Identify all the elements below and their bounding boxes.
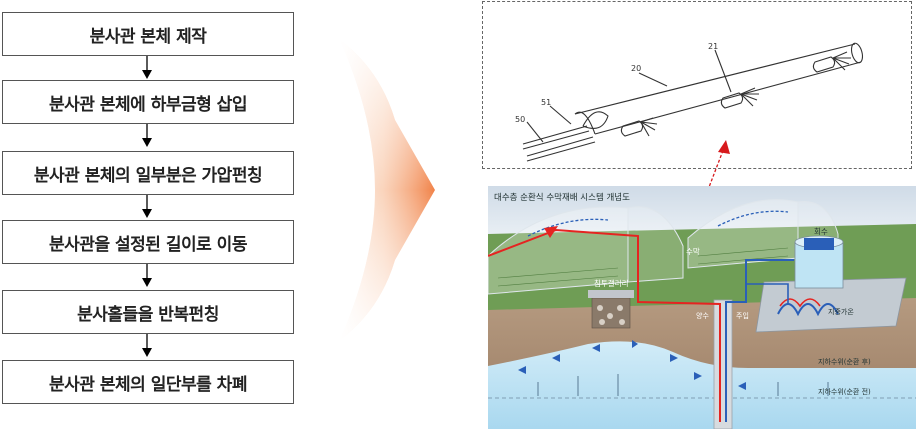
label-injection: 주입 bbox=[736, 312, 749, 320]
label-recovery: 회수 bbox=[814, 227, 828, 236]
flow-arrow-1 bbox=[142, 56, 152, 79]
transition-arrow-icon bbox=[340, 40, 435, 340]
label-water-curtain: 수막 bbox=[686, 246, 700, 256]
flow-arrow-3 bbox=[142, 195, 152, 218]
flow-arrow-5 bbox=[142, 334, 152, 357]
flow-arrow-2 bbox=[142, 124, 152, 147]
system-title: 대수층 순환식 수막재배 시스템 개념도 bbox=[494, 192, 630, 203]
flow-arrow-4 bbox=[142, 264, 152, 287]
system-scene: 대수층 순환식 수막재배 시스템 개념도 침투갤러리 수막 양수 주입 회수 지… bbox=[487, 186, 916, 430]
label-gw-before: 지하수위(순환 전) bbox=[818, 387, 871, 396]
label-50: 50 bbox=[515, 115, 525, 124]
process-flowchart: 분사관 본체 제작 분사관 본체에 하부금형 삽입 분사관 본체의 일부분은 가… bbox=[0, 0, 300, 429]
pipe-line-art: 20 21 51 50 bbox=[515, 42, 864, 162]
step-6-box: 분사관 본체의 일단부를 차폐 bbox=[2, 360, 294, 404]
label-heat-exchange: 지중가온 bbox=[828, 307, 854, 316]
step-2-box: 분사관 본체에 하부금형 삽입 bbox=[2, 80, 294, 124]
system-concept-illustration: 대수층 순환식 수막재배 시스템 개념도 침투갤러리 수막 양수 주입 회수 지… bbox=[487, 186, 916, 430]
nozzle-pipe-drawing: 20 21 51 50 bbox=[482, 1, 912, 169]
label-gw-after: 지하수위(순환 후) bbox=[818, 357, 871, 366]
step-4-box: 분사관을 설정된 길이로 이동 bbox=[2, 220, 294, 264]
step-3-box: 분사관 본체의 일부분은 가압펀칭 bbox=[2, 151, 294, 195]
step-1-box: 분사관 본체 제작 bbox=[2, 12, 294, 56]
label-infiltration-gallery: 침투갤러리 bbox=[594, 279, 629, 288]
label-51: 51 bbox=[541, 98, 551, 107]
label-21: 21 bbox=[708, 42, 718, 51]
step-5-box: 분사홀들을 반복펀칭 bbox=[2, 290, 294, 334]
label-20: 20 bbox=[631, 64, 641, 73]
label-pumping: 양수 bbox=[696, 312, 709, 320]
